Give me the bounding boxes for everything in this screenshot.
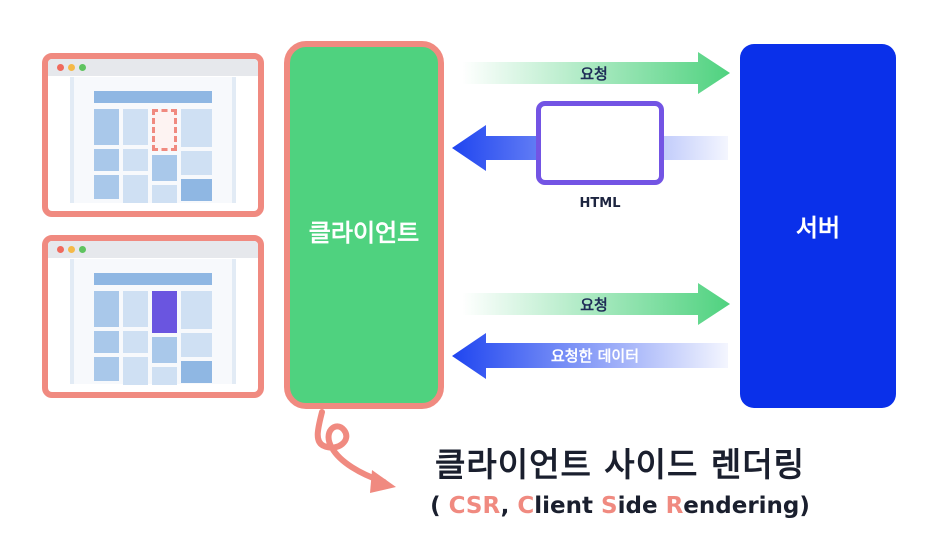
close-dot-icon <box>57 246 64 253</box>
content-block <box>181 179 212 201</box>
browser-window-bottom <box>42 235 264 398</box>
content-block <box>152 337 177 363</box>
content-block <box>123 291 148 327</box>
highlight-block <box>152 291 177 333</box>
title-r-rest: endering) <box>683 493 810 519</box>
diagram-title-english: ( CSR, Client Side Rendering) <box>400 493 840 519</box>
maximize-dot-icon <box>79 64 86 71</box>
html-document-icon <box>536 101 664 185</box>
server-box: 서버 <box>740 44 896 408</box>
browser-page <box>70 77 236 203</box>
browser-page <box>70 259 236 385</box>
title-open: ( <box>430 493 449 519</box>
close-dot-icon <box>57 64 64 71</box>
page-header-block <box>94 273 212 285</box>
placeholder-block <box>152 109 177 151</box>
request-label-2: 요청 <box>580 296 608 314</box>
browser-title-bar <box>48 241 258 258</box>
content-block <box>94 175 119 199</box>
request-arrow-2 <box>462 283 730 325</box>
content-block <box>181 291 212 329</box>
diagram-title-korean: 클라이언트 사이드 렌더링 <box>435 445 805 484</box>
content-block <box>94 357 119 381</box>
content-block <box>94 149 119 171</box>
title-sep: , <box>500 493 518 519</box>
content-block <box>123 331 148 353</box>
response-arrow-2 <box>452 333 728 379</box>
content-block <box>181 151 212 175</box>
browser-title-bar <box>48 59 258 76</box>
request-label-1: 요청 <box>580 65 608 83</box>
content-block <box>181 109 212 147</box>
content-block <box>123 175 148 203</box>
content-block <box>123 357 148 385</box>
response-label-2: 요청한 데이터 <box>550 347 640 365</box>
minimize-dot-icon <box>68 246 75 253</box>
content-block <box>123 109 148 145</box>
content-block <box>152 185 177 203</box>
curly-arrow <box>314 409 387 485</box>
curly-arrow-head <box>370 470 396 493</box>
request-arrow-1 <box>462 52 730 94</box>
browser-window-top <box>42 53 264 217</box>
client-box: 클라이언트 <box>284 41 444 409</box>
content-block <box>152 367 177 385</box>
title-c-rest: lient <box>534 493 602 519</box>
minimize-dot-icon <box>68 64 75 71</box>
page-header-block <box>94 91 212 103</box>
content-block <box>181 333 212 357</box>
content-block <box>152 155 177 181</box>
title-abbr: CSR <box>448 493 501 519</box>
title-s-letter: S <box>601 493 618 519</box>
client-label: 클라이언트 <box>308 219 420 247</box>
content-block <box>94 109 119 145</box>
server-label: 서버 <box>795 214 841 242</box>
content-block <box>94 331 119 353</box>
title-r-letter: R <box>665 493 684 519</box>
title-s-rest: ide <box>617 493 666 519</box>
content-block <box>94 291 119 327</box>
maximize-dot-icon <box>79 246 86 253</box>
content-block <box>123 149 148 171</box>
content-block <box>181 361 212 383</box>
html-label: HTML <box>579 196 621 211</box>
title-c-letter: C <box>517 493 535 519</box>
